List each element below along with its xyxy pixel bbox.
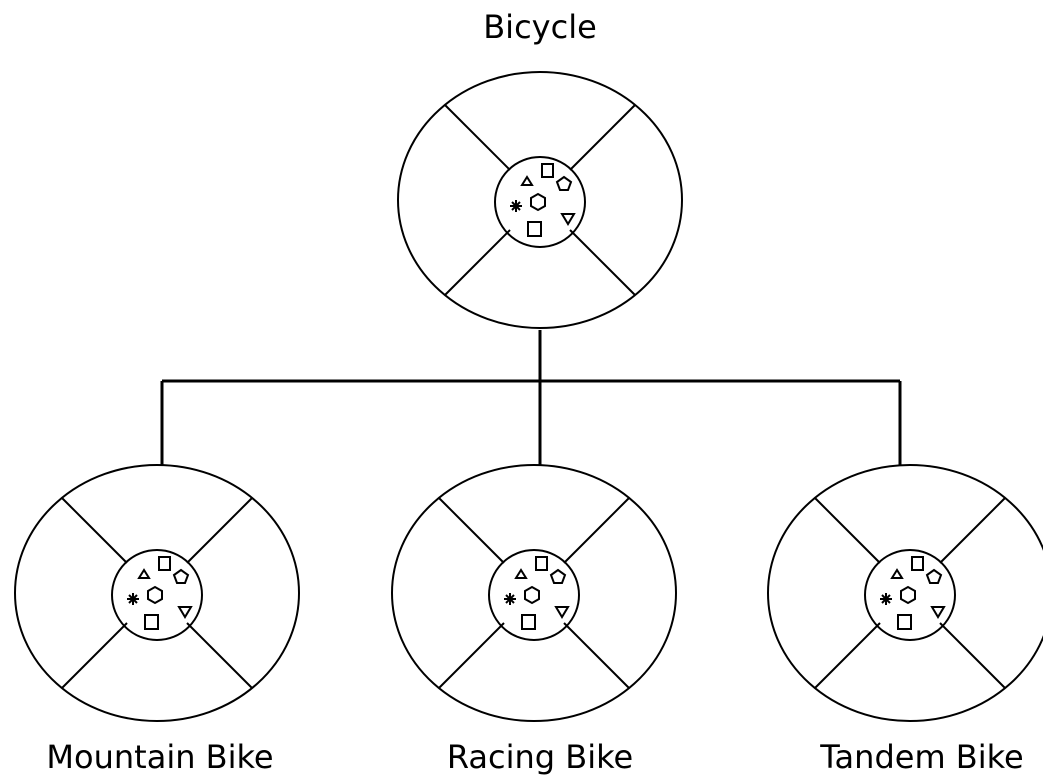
object-class-icon	[767, 464, 1043, 722]
node-bicycle: Bicycle	[397, 8, 683, 329]
node-tandem-bike: Tandem Bike	[767, 464, 1043, 776]
node-mountain-bike: Mountain Bike	[14, 464, 300, 776]
node-label-tandem-bike: Tandem Bike	[819, 738, 1023, 776]
object-class-icon	[397, 71, 683, 329]
node-label-mountain-bike: Mountain Bike	[46, 738, 273, 776]
object-class-icon	[391, 464, 677, 722]
node-label-bicycle: Bicycle	[483, 8, 597, 46]
connector-lines	[160, 330, 902, 466]
object-class-icon	[14, 464, 300, 722]
node-racing-bike: Racing Bike	[391, 464, 677, 776]
node-label-racing-bike: Racing Bike	[447, 738, 633, 776]
